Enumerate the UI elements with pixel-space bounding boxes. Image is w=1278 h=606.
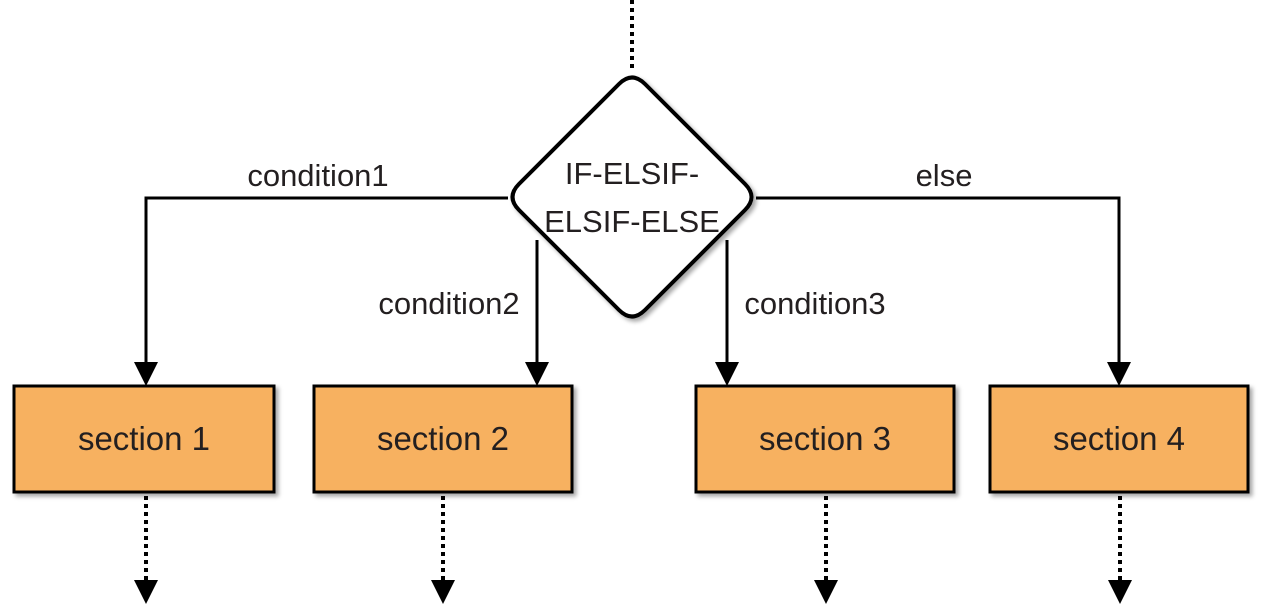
branch-connector-4 [756, 196, 1121, 372]
branch-arrowhead-4 [1107, 362, 1131, 386]
exit-arrowhead-4 [1108, 580, 1132, 604]
exit-arrowhead-3 [814, 580, 838, 604]
section-box-2: section 2 [312, 384, 574, 494]
section-label-4: section 4 [1053, 420, 1185, 457]
section-label-1: section 1 [78, 420, 210, 457]
condition-label-4: else [916, 158, 973, 193]
section-label-2: section 2 [377, 420, 509, 457]
section-box-3: section 3 [694, 384, 956, 494]
decision-label-line1: IF-ELSIF- [565, 156, 699, 191]
decision-diamond [510, 75, 754, 319]
section-label-3: section 3 [759, 420, 891, 457]
condition-label-3: condition3 [744, 286, 885, 321]
condition-label-1: condition1 [247, 158, 388, 193]
decision-node: IF-ELSIF- ELSIF-ELSE [510, 75, 754, 319]
decision-label-line2: ELSIF-ELSE [544, 204, 720, 239]
condition-label-2: condition2 [378, 286, 519, 321]
section-box-4: section 4 [988, 384, 1250, 494]
branch-arrowhead-1 [134, 362, 158, 386]
branch-connector-1 [144, 196, 508, 372]
exit-arrowhead-2 [431, 580, 455, 604]
section-box-1: section 1 [12, 384, 276, 494]
branch-arrowhead-2 [525, 362, 549, 386]
branch-arrowhead-3 [715, 362, 739, 386]
exit-arrowhead-1 [134, 580, 158, 604]
